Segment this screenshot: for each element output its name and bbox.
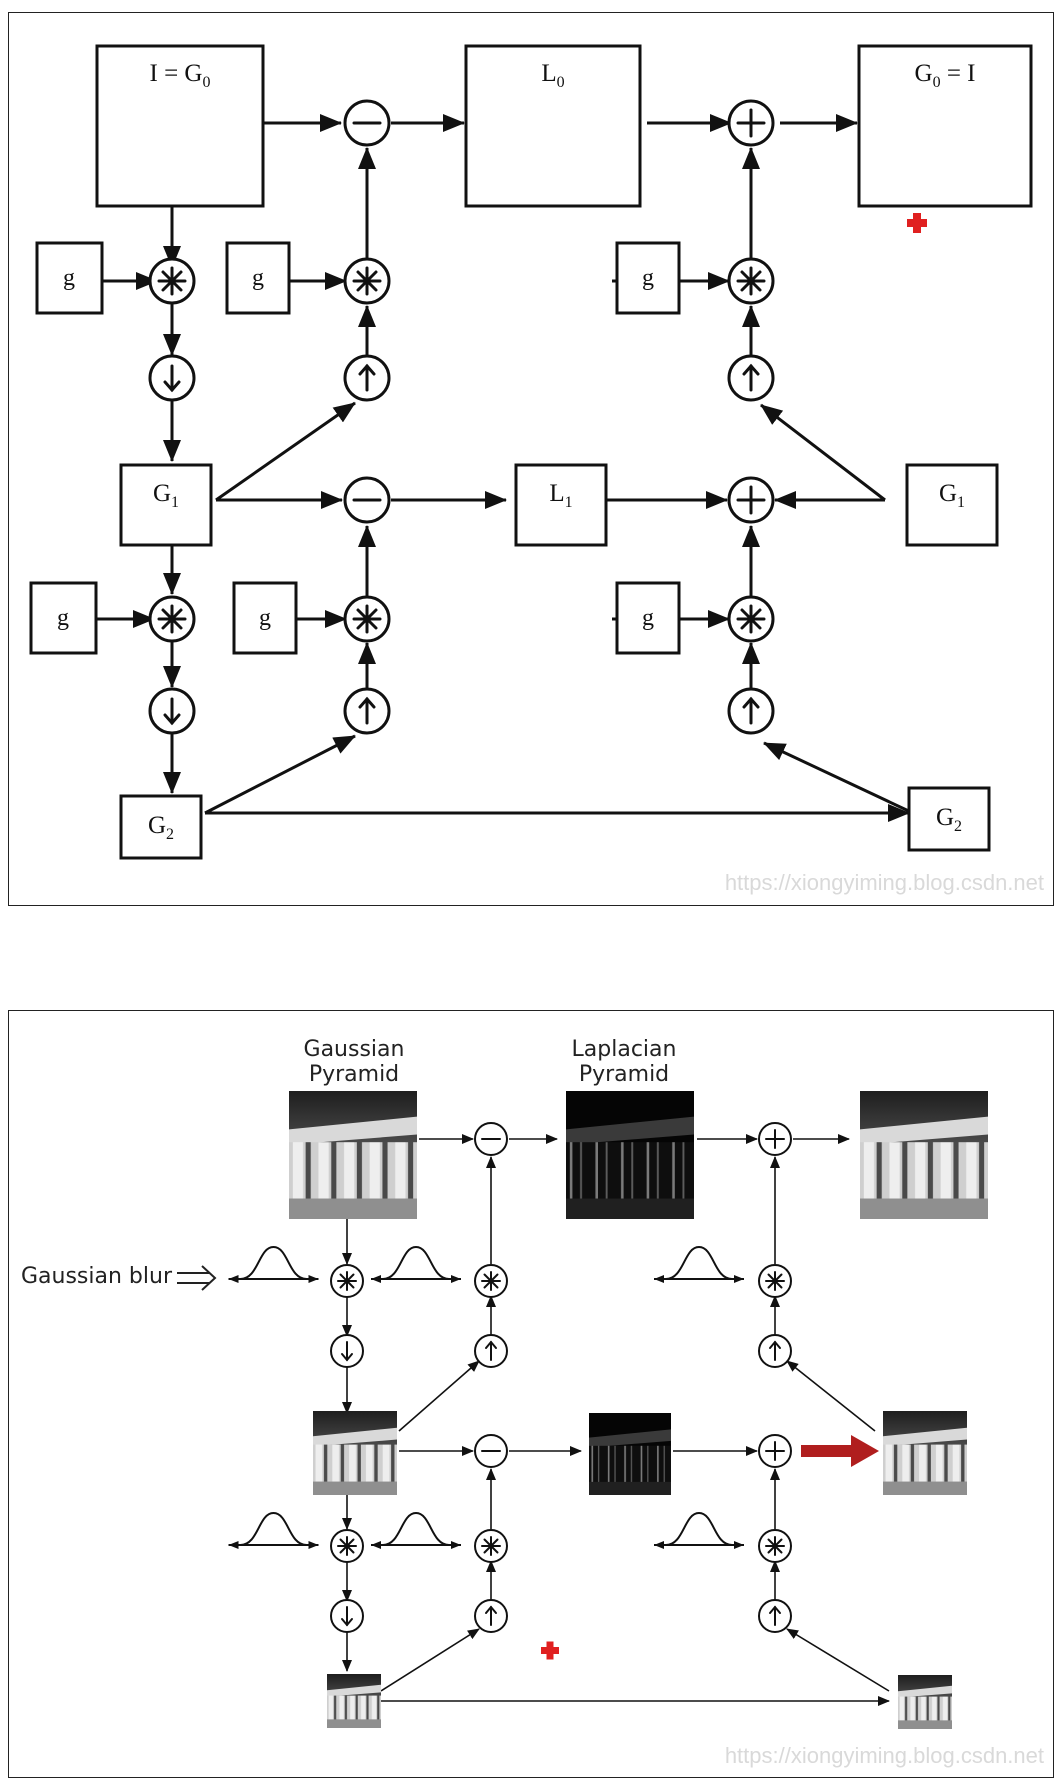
output-image-box bbox=[857, 44, 1033, 208]
laplacian-pyramid-label-line2: Pyramid bbox=[579, 1062, 669, 1087]
gaussian-level2-image bbox=[327, 1674, 381, 1728]
top-connections bbox=[97, 114, 914, 822]
gaussian-blur-label: Gaussian blur bbox=[21, 1264, 173, 1289]
top-diagram-panel: I = G0 L0 G0 = I G1 L1 G1 G2 G2 g g g g … bbox=[8, 12, 1054, 906]
laplacian-pyramid-label-line1: Laplacian bbox=[572, 1037, 677, 1062]
gaussian-g1-reconstructed-box bbox=[905, 463, 999, 547]
kernel-g-box bbox=[225, 241, 291, 315]
kernel-g-box bbox=[615, 581, 681, 655]
kernel-label: g bbox=[57, 605, 69, 631]
kernel-label: g bbox=[642, 265, 654, 291]
bottom-diagram: Gaussian Pyramid Laplacian Pyramid Gauss… bbox=[21, 1037, 1044, 1768]
laplacian-level1-image bbox=[589, 1413, 671, 1495]
top-diagram: I = G0 L0 G0 = I G1 L1 G1 G2 G2 g g g g … bbox=[29, 44, 1044, 895]
g2-reconstructed-label: G2 bbox=[936, 804, 962, 835]
gaussian-g2-reconstructed-box bbox=[907, 786, 991, 852]
input-image-box bbox=[95, 44, 265, 208]
kernel-label: g bbox=[642, 605, 654, 631]
gaussian-kernel-icon bbox=[652, 1511, 746, 1551]
reconstructed-level1-image bbox=[883, 1411, 967, 1495]
input-label: I = G0 bbox=[150, 60, 211, 91]
gaussian-g1-box bbox=[119, 463, 213, 547]
laplacian-level0-image bbox=[566, 1091, 694, 1219]
gaussian-blur-pointer-arrow bbox=[177, 1265, 217, 1291]
gaussian-kernel-icon bbox=[227, 1245, 320, 1285]
l0-label: L0 bbox=[541, 60, 564, 91]
highlight-arrow bbox=[801, 1435, 879, 1467]
kernel-label: g bbox=[252, 265, 264, 291]
gaussian-kernel-icon bbox=[369, 1511, 463, 1551]
gaussian-pyramid-label-line1: Gaussian bbox=[304, 1037, 405, 1062]
gaussian-kernel-icon bbox=[369, 1245, 463, 1285]
kernel-label: g bbox=[259, 605, 271, 631]
gaussian-level1-image bbox=[313, 1411, 397, 1495]
bottom-diagram-panel: Gaussian Pyramid Laplacian Pyramid Gauss… bbox=[8, 1010, 1054, 1778]
g1-reconstructed-label: G1 bbox=[939, 480, 965, 511]
g1-label: G1 bbox=[153, 480, 179, 511]
watermark: https://xiongyiming.blog.csdn.net bbox=[725, 1743, 1044, 1768]
kernel-g-box bbox=[29, 581, 98, 655]
output-label: G0 = I bbox=[915, 60, 976, 91]
laplacian-l0-box bbox=[464, 44, 642, 208]
kernel-label: g bbox=[63, 265, 75, 291]
kernel-g-box bbox=[232, 581, 298, 655]
gaussian-level0-image bbox=[289, 1091, 417, 1219]
pyramid-images bbox=[289, 1091, 988, 1729]
bottom-connections bbox=[342, 1134, 890, 1706]
gaussian-kernel-icon bbox=[652, 1245, 746, 1285]
red-cross-marker bbox=[907, 213, 927, 233]
g2-label: G2 bbox=[148, 812, 174, 843]
gaussian-g2-box bbox=[119, 794, 203, 860]
red-cross-marker bbox=[541, 1641, 559, 1660]
gaussian-kernel-icon bbox=[227, 1511, 320, 1551]
gaussian-pyramid-label-line2: Pyramid bbox=[309, 1062, 399, 1087]
reconstructed-level0-image bbox=[860, 1091, 988, 1219]
l1-label: L1 bbox=[549, 480, 572, 511]
laplacian-l1-box bbox=[514, 463, 608, 547]
reconstructed-level2-image bbox=[898, 1675, 952, 1729]
kernel-g-box bbox=[615, 241, 681, 315]
kernel-g-box bbox=[35, 241, 104, 315]
watermark: https://xiongyiming.blog.csdn.net bbox=[725, 870, 1044, 895]
